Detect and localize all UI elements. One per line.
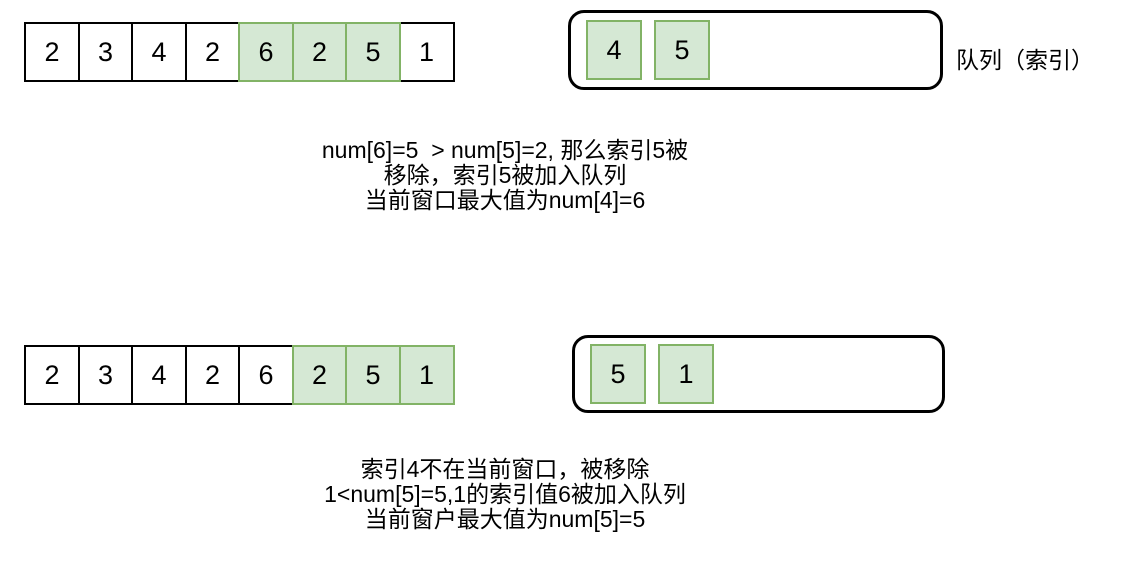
- caption-step1: num[6]=5 > num[5]=2, 那么索引5被 移除，索引5被加入队列 …: [205, 138, 805, 213]
- array-cell: 6: [238, 345, 294, 405]
- queue-item: 5: [654, 20, 710, 80]
- caption-line: 索引4不在当前窗口，被移除: [360, 456, 650, 482]
- queue-step1: 4 5: [568, 10, 943, 90]
- queue-item: 1: [658, 344, 714, 404]
- array-cell: 4: [131, 345, 187, 405]
- caption-line: 当前窗户最大值为num[5]=5: [364, 506, 646, 532]
- queue-label: 队列（索引）: [956, 47, 1094, 73]
- array-cell-window: 6: [238, 22, 294, 82]
- array-cell: 1: [398, 22, 455, 82]
- caption-line: 1<num[5]=5,1的索引值6被加入队列: [324, 481, 686, 507]
- array-step1: 2 3 4 2 6 2 5 1: [24, 22, 455, 82]
- array-cell: 2: [184, 345, 241, 405]
- array-cell-window: 1: [398, 345, 455, 405]
- array-cell-window: 2: [291, 22, 348, 82]
- caption-line: 当前窗口最大值为num[4]=6: [364, 187, 646, 213]
- array-cell: 4: [131, 22, 187, 82]
- array-cell: 2: [184, 22, 241, 82]
- array-cell: 3: [77, 22, 134, 82]
- array-cell-window: 5: [345, 22, 401, 82]
- caption-line: 移除，索引5被加入队列: [383, 162, 627, 188]
- array-cell: 3: [77, 345, 134, 405]
- queue-step2: 5 1: [572, 335, 945, 413]
- array-cell-window: 2: [291, 345, 348, 405]
- caption-line: num[6]=5 > num[5]=2, 那么索引5被: [321, 137, 689, 163]
- queue-item: 5: [590, 344, 646, 404]
- caption-step2: 索引4不在当前窗口，被移除 1<num[5]=5,1的索引值6被加入队列 当前窗…: [205, 457, 805, 532]
- array-cell: 2: [24, 22, 80, 82]
- array-cell: 2: [24, 345, 80, 405]
- array-step2: 2 3 4 2 6 2 5 1: [24, 345, 455, 405]
- queue-item: 4: [586, 20, 642, 80]
- array-cell-window: 5: [345, 345, 401, 405]
